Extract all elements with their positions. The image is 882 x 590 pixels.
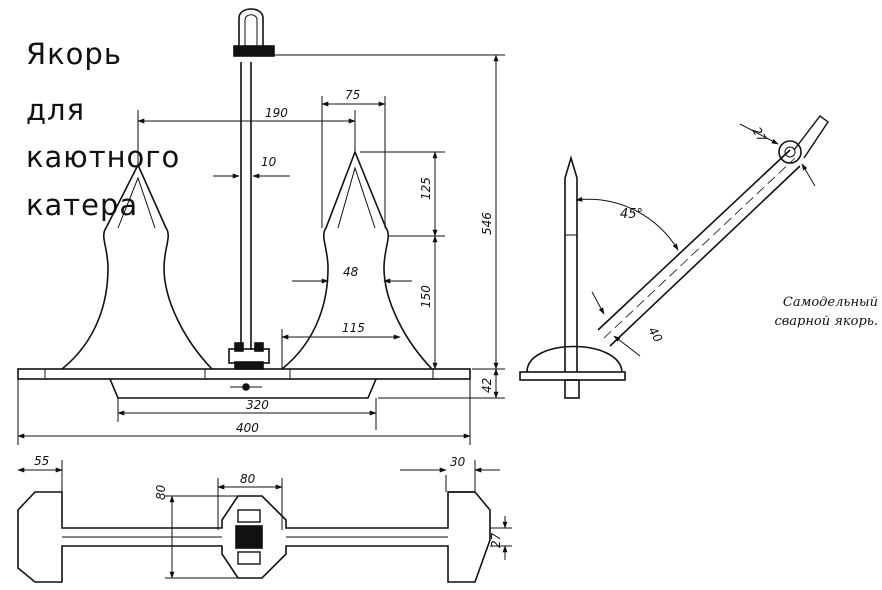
dim-150: 150: [419, 285, 433, 308]
title-line-1: Якорь: [26, 37, 122, 71]
side-shank: [597, 149, 801, 347]
plan-view: [17, 475, 491, 583]
dim-10: 10: [261, 155, 277, 169]
front-view: [17, 8, 471, 399]
dim-42: 42: [480, 378, 494, 393]
dim-400: 400: [236, 421, 259, 435]
base-plate: [17, 368, 471, 380]
dim-75: 75: [345, 88, 360, 102]
front-dimension-lines: [17, 54, 505, 445]
side-fluke: [564, 155, 578, 372]
stock-plate: [109, 378, 377, 399]
front-dimension-labels: 190 75 10 125 150 546 42 48 115 320 400: [236, 88, 494, 435]
plan-dimension-lines: [17, 460, 512, 579]
side-view: [519, 115, 829, 399]
dim-55: 55: [34, 454, 49, 468]
caption-line-1: Самодельный: [782, 295, 878, 310]
dim-546: 546: [480, 212, 494, 235]
dim-190: 190: [265, 106, 288, 120]
plan-outline: [17, 491, 491, 583]
side-stock: [564, 379, 580, 399]
dim-80-top: 80: [240, 472, 256, 486]
dim-30: 30: [450, 455, 466, 469]
fluke-right: [281, 149, 433, 370]
dim-115: 115: [342, 321, 365, 335]
dim-27-plan: 27: [489, 532, 503, 548]
eye-bolt: [233, 45, 275, 57]
title-line-3: каютного: [26, 140, 181, 174]
dim-48: 48: [343, 265, 359, 279]
angle-45: 45°: [620, 207, 643, 222]
caption-line-2: сварной якорь.: [774, 314, 878, 329]
dim-320: 320: [246, 398, 269, 412]
dim-80-side: 80: [154, 484, 168, 500]
dim-27-eye: 27: [749, 125, 769, 146]
title-line-2: для: [26, 93, 86, 127]
title-line-4: катера: [26, 188, 139, 222]
plan-dimension-labels: 55 30 80 80 27: [34, 454, 503, 548]
shank-eye: [238, 8, 264, 52]
side-dimension-labels: 27 40 45°: [620, 125, 769, 346]
fluke-left: [61, 163, 213, 370]
dim-125: 125: [419, 177, 433, 200]
dim-40: 40: [645, 325, 665, 346]
side-base-plate: [519, 371, 626, 381]
side-eye: [778, 140, 802, 164]
side-dimension-lines: [591, 123, 816, 357]
side-crown: [526, 345, 623, 373]
